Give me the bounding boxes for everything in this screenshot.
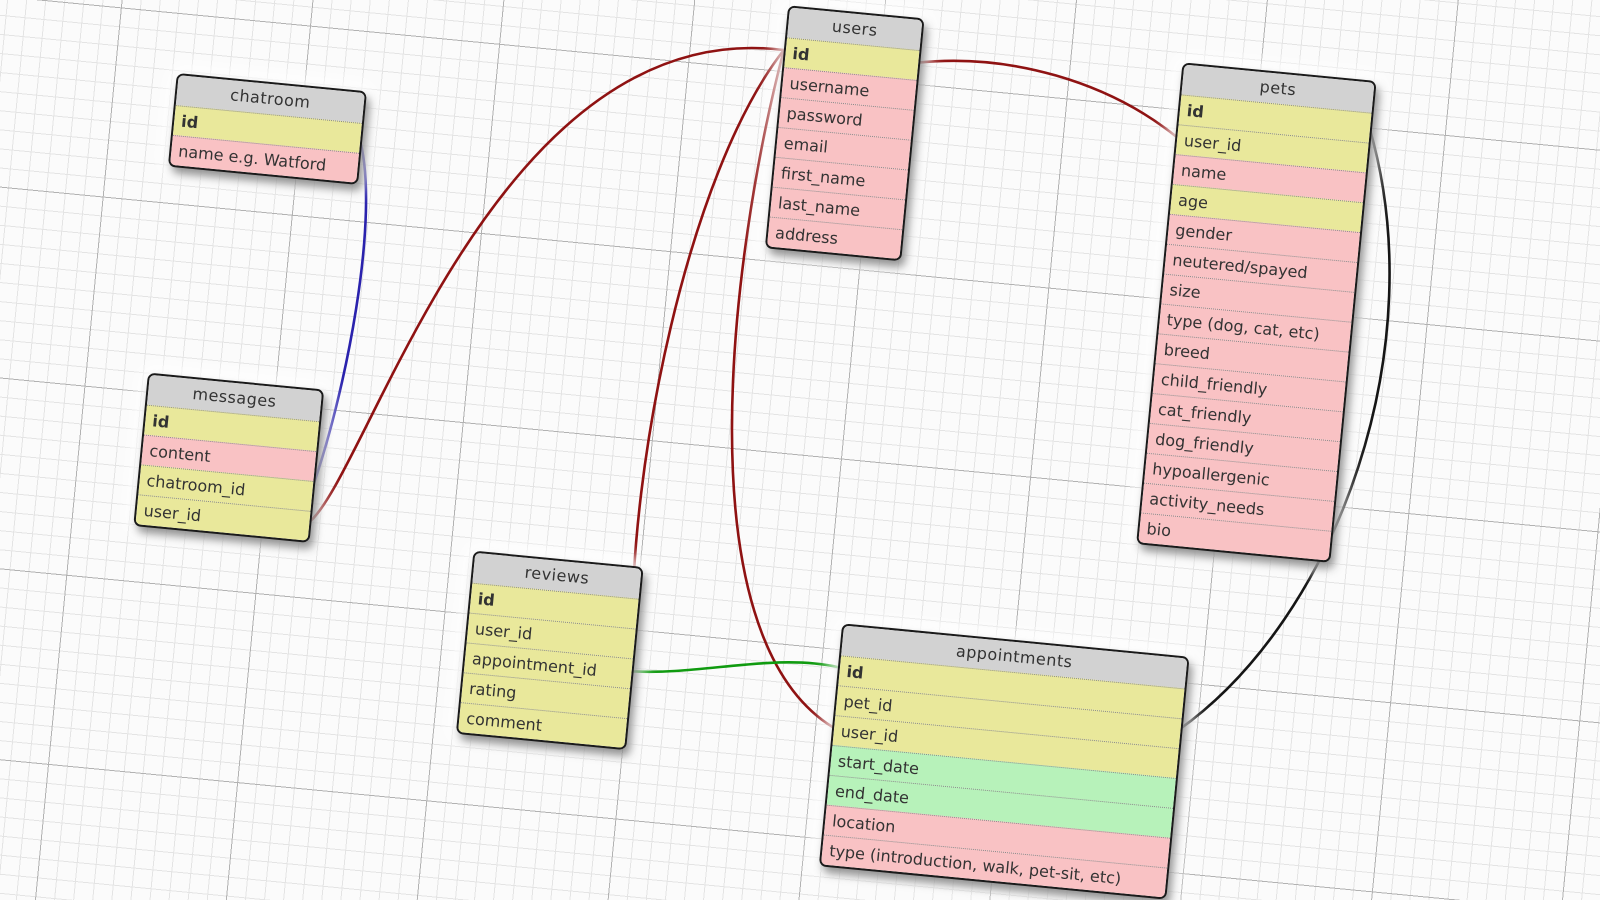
relation-users.id-to-appointments.user_id[interactable] (699, 48, 896, 729)
relation-users.id-to-reviews.user_id[interactable] (627, 40, 786, 650)
relation-users.id-to-pets.user_id[interactable] (912, 56, 1181, 138)
relation-chatroom.id-to-messages.chatroom_id[interactable] (308, 134, 374, 496)
relation-reviews.appointment_id-to-appointments.id[interactable] (628, 646, 840, 691)
relation-pets.id-to-appointments.pet_id[interactable] (1177, 112, 1407, 746)
relation-users.id-to-messages.user_id[interactable] (305, 9, 786, 565)
